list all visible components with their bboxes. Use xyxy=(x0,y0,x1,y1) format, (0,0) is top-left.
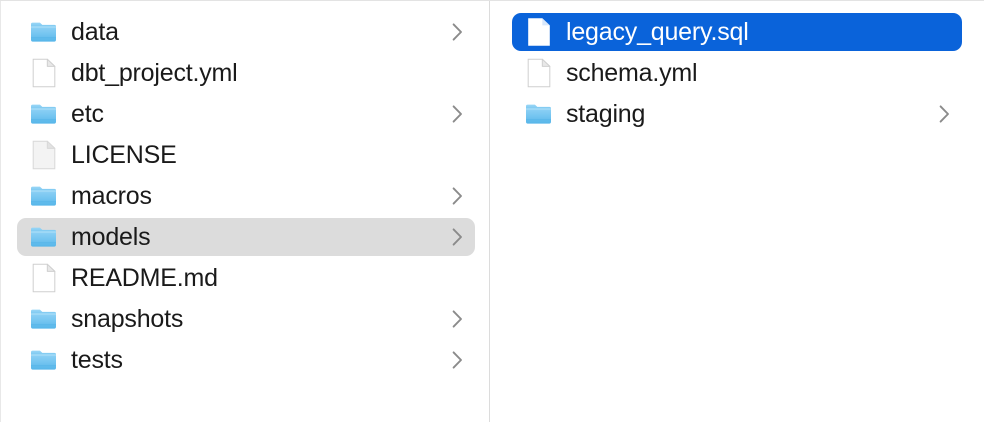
document-plain-icon xyxy=(29,139,59,171)
row-label: LICENSE xyxy=(71,140,177,169)
file-row[interactable]: schema.yml xyxy=(512,54,962,92)
row-label: models xyxy=(71,222,151,251)
document-icon xyxy=(524,57,554,89)
row-label: macros xyxy=(71,181,152,210)
folder-row[interactable]: data xyxy=(17,13,475,51)
row-label: snapshots xyxy=(71,304,184,333)
disclosure-chevron[interactable] xyxy=(936,103,952,125)
folder-row[interactable]: etc xyxy=(17,95,475,133)
document-icon xyxy=(32,263,56,293)
folder-icon xyxy=(29,344,59,376)
chevron-right-icon xyxy=(452,351,462,369)
document-icon xyxy=(528,18,550,46)
column-rows-parent: data dbt_project.yml etc LICENSE xyxy=(1,13,489,379)
finder-column-parent[interactable]: data dbt_project.yml etc LICENSE xyxy=(0,1,490,422)
row-label: legacy_query.sql xyxy=(566,17,749,46)
document-icon xyxy=(32,58,56,88)
folder-row[interactable]: staging xyxy=(512,95,962,133)
folder-icon xyxy=(31,227,56,247)
file-row[interactable]: LICENSE xyxy=(17,136,475,174)
folder-icon xyxy=(31,22,56,42)
folder-icon xyxy=(29,16,59,48)
row-label: dbt_project.yml xyxy=(71,58,238,87)
folder-row[interactable]: macros xyxy=(17,177,475,215)
folder-icon xyxy=(31,186,56,206)
folder-icon xyxy=(31,309,56,329)
folder-icon xyxy=(31,104,56,124)
folder-icon xyxy=(31,350,56,370)
document-plain-icon xyxy=(32,140,56,170)
chevron-right-icon xyxy=(452,228,462,246)
folder-row[interactable]: tests xyxy=(17,341,475,379)
chevron-right-icon xyxy=(452,187,462,205)
disclosure-chevron[interactable] xyxy=(449,21,465,43)
folder-icon xyxy=(524,98,554,130)
folder-icon xyxy=(29,98,59,130)
chevron-right-icon xyxy=(452,105,462,123)
folder-row[interactable]: models xyxy=(17,218,475,256)
folder-icon xyxy=(526,104,551,124)
folder-icon xyxy=(29,303,59,335)
folder-icon xyxy=(29,221,59,253)
finder-column-models[interactable]: legacy_query.sql schema.yml staging xyxy=(490,1,984,422)
chevron-right-icon xyxy=(939,105,949,123)
document-icon xyxy=(527,58,551,88)
row-label: data xyxy=(71,17,119,46)
folder-row[interactable]: snapshots xyxy=(17,300,475,338)
disclosure-chevron[interactable] xyxy=(449,308,465,330)
row-label: staging xyxy=(566,99,646,128)
document-icon xyxy=(29,57,59,89)
file-row[interactable]: legacy_query.sql xyxy=(512,13,962,51)
chevron-right-icon xyxy=(452,310,462,328)
row-label: README.md xyxy=(71,263,218,292)
file-row[interactable]: dbt_project.yml xyxy=(17,54,475,92)
row-label: etc xyxy=(71,99,104,128)
disclosure-chevron[interactable] xyxy=(449,103,465,125)
column-rows-models: legacy_query.sql schema.yml staging xyxy=(490,13,984,133)
disclosure-chevron[interactable] xyxy=(449,226,465,248)
row-label: schema.yml xyxy=(566,58,698,87)
document-icon xyxy=(524,16,554,48)
file-row[interactable]: README.md xyxy=(17,259,475,297)
chevron-right-icon xyxy=(452,23,462,41)
folder-icon xyxy=(29,180,59,212)
disclosure-chevron[interactable] xyxy=(449,185,465,207)
row-label: tests xyxy=(71,345,123,374)
document-icon xyxy=(29,262,59,294)
disclosure-chevron[interactable] xyxy=(449,349,465,371)
